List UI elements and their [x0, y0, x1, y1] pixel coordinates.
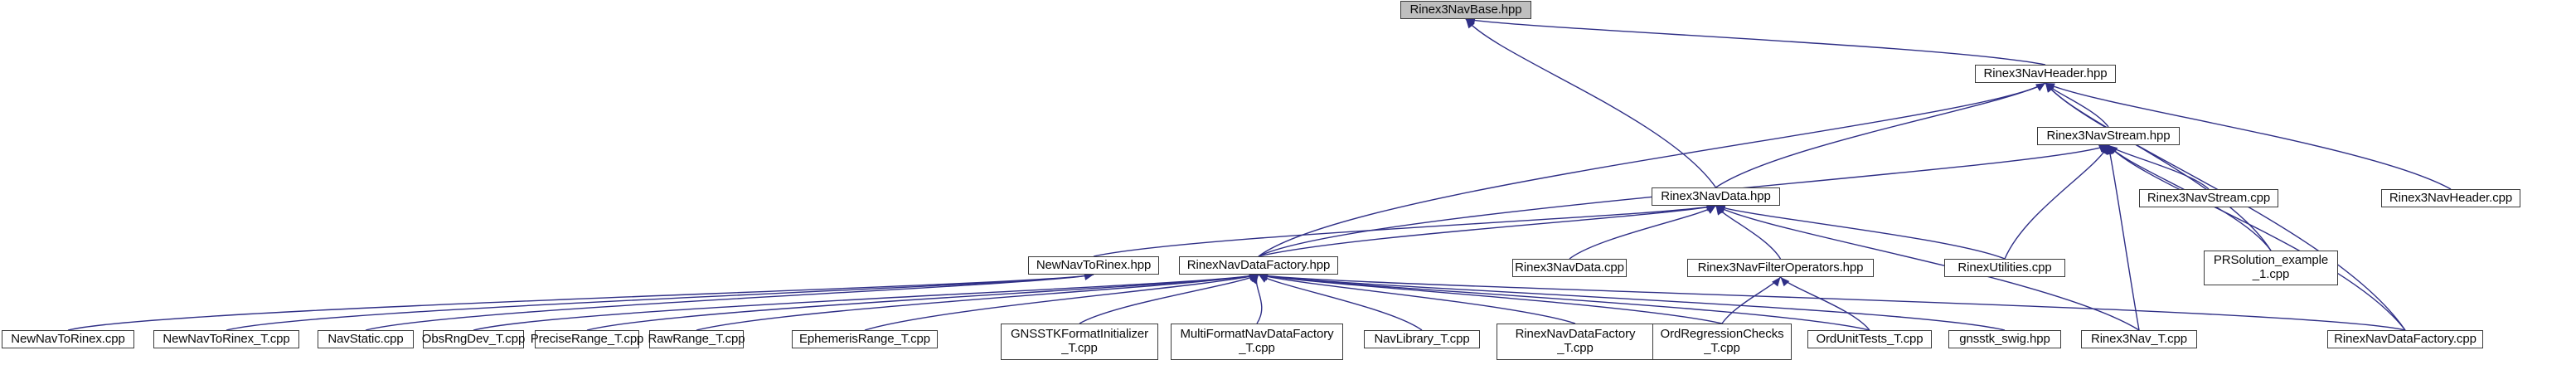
graph-node-label: Rinex3NavData.cpp	[1515, 260, 1624, 275]
graph-node-label: Rinex3NavStream.cpp	[2147, 190, 2271, 205]
graph-node-label: Rinex3NavHeader.hpp	[1983, 66, 2108, 80]
graph-node-multiformatnavdatafactory-t-cpp[interactable]: MultiFormatNavDataFactory _T.cpp	[1171, 324, 1343, 360]
graph-edge	[696, 274, 1259, 331]
graph-edge	[1258, 274, 2006, 331]
graph-edge	[473, 274, 1259, 331]
graph-edge	[1715, 205, 1782, 260]
graph-node-rawrange-t-cpp[interactable]: RawRange_T.cpp	[648, 330, 745, 348]
graph-node-label: PreciseRange_T.cpp	[530, 331, 644, 346]
graph-edge	[365, 274, 1094, 331]
graph-node-rinex3navdata-hpp[interactable]: Rinex3NavData.hpp	[1652, 187, 1780, 206]
graph-edge	[1258, 274, 1576, 324]
graph-node-rinex3navbase-hpp[interactable]: Rinex3NavBase.hpp	[1400, 1, 1531, 19]
graph-node-rinex3navstream-hpp[interactable]: Rinex3NavStream.hpp	[2037, 127, 2180, 145]
graph-node-label: RinexNavDataFactory _T.cpp	[1515, 327, 1636, 355]
graph-edge	[1715, 82, 2046, 188]
graph-node-ordregressionchecks-t-cpp[interactable]: OrdRegressionChecks _T.cpp	[1652, 324, 1792, 360]
graph-node-label: RawRange_T.cpp	[648, 331, 745, 346]
graph-node-obsrngdev-t-cpp[interactable]: ObsRngDev_T.cpp	[422, 330, 525, 348]
graph-edge	[1079, 274, 1259, 324]
graph-node-label: ObsRngDev_T.cpp	[421, 331, 526, 346]
graph-node-rinex3navstream-cpp[interactable]: Rinex3NavStream.cpp	[2139, 189, 2278, 207]
graph-node-label: NewNavToRinex.hpp	[1036, 257, 1152, 272]
graph-node-label: NavLibrary_T.cpp	[1374, 331, 1470, 346]
graph-node-label: Rinex3NavHeader.cpp	[2389, 190, 2513, 205]
graph-node-navlibrary-t-cpp[interactable]: NavLibrary_T.cpp	[1364, 330, 1480, 348]
graph-node-prsolution-example-1-cpp[interactable]: PRSolution_example _1.cpp	[2204, 251, 2338, 285]
graph-edge	[1569, 205, 1716, 260]
graph-edge	[2108, 144, 2406, 331]
graph-node-label: gnsstk_swig.hpp	[1959, 331, 2050, 346]
graph-edge	[1258, 274, 1723, 324]
graph-edge	[2045, 82, 2272, 251]
graph-edge	[1721, 276, 1782, 324]
graph-node-newnavtorinex-cpp[interactable]: NewNavToRinex.cpp	[2, 330, 134, 348]
graph-node-label: RinexNavDataFactory.hpp	[1186, 257, 1331, 272]
graph-node-label: Rinex3NavBase.hpp	[1409, 2, 1522, 17]
graph-edge	[1258, 274, 1870, 331]
graph-node-label: RinexNavDataFactory.cpp	[2334, 331, 2477, 346]
graph-node-navstatic-cpp[interactable]: NavStatic.cpp	[318, 330, 414, 348]
graph-node-label: GNSSTKFormatInitializer _T.cpp	[1010, 327, 1149, 355]
graph-node-label: EphemerisRange_T.cpp	[798, 331, 931, 346]
graph-node-rinex3navheader-hpp[interactable]: Rinex3NavHeader.hpp	[1975, 65, 2116, 83]
graph-node-label: RinexUtilities.cpp	[1957, 260, 2052, 275]
graph-node-rinex3navdata-cpp[interactable]: Rinex3NavData.cpp	[1512, 259, 1627, 277]
graph-edge	[226, 274, 1094, 331]
graph-node-label: MultiFormatNavDataFactory _T.cpp	[1180, 327, 1334, 355]
graph-node-label: Rinex3NavFilterOperators.hpp	[1697, 260, 1864, 275]
graph-node-rinexutilities-cpp[interactable]: RinexUtilities.cpp	[1944, 259, 2065, 277]
graph-node-gnsstk-swig-hpp[interactable]: gnsstk_swig.hpp	[1948, 330, 2061, 348]
graph-node-label: OrdUnitTests_T.cpp	[1816, 331, 1924, 346]
graph-edge	[1258, 205, 1716, 257]
graph-node-rinexnavdatafactory-t-cpp[interactable]: RinexNavDataFactory _T.cpp	[1497, 324, 1654, 360]
graph-edge	[1465, 18, 1717, 188]
graph-node-ephemerisrange-t-cpp[interactable]: EphemerisRange_T.cpp	[792, 330, 938, 348]
graph-node-newnavtorinex-t-cpp[interactable]: NewNavToRinex_T.cpp	[153, 330, 299, 348]
graph-node-newnavtorinex-hpp[interactable]: NewNavToRinex.hpp	[1028, 256, 1159, 275]
graph-edge	[864, 274, 1259, 331]
graph-edge	[1465, 18, 2046, 66]
graph-edge	[1093, 205, 1716, 257]
graph-node-rinex3navheader-cpp[interactable]: Rinex3NavHeader.cpp	[2381, 189, 2520, 207]
graph-node-rinex3navfilteroperators-hpp[interactable]: Rinex3NavFilterOperators.hpp	[1687, 259, 1874, 277]
graph-edge	[2045, 82, 2109, 128]
graph-edge	[1779, 276, 1870, 331]
graph-edge	[2004, 144, 2109, 260]
graph-node-label: Rinex3NavStream.hpp	[2046, 128, 2171, 143]
graph-edge	[67, 274, 1094, 331]
graph-edge-arrowhead	[2106, 145, 2114, 155]
graph-node-label: PRSolution_example _1.cpp	[2213, 253, 2329, 281]
graph-edge	[1715, 205, 2006, 260]
graph-node-label: NavStatic.cpp	[327, 331, 404, 346]
graph-node-label: Rinex3NavData.hpp	[1661, 188, 1771, 203]
graph-edge	[1258, 274, 1423, 331]
graph-edge	[1258, 82, 2046, 257]
graph-node-label: NewNavToRinex_T.cpp	[163, 331, 290, 346]
graph-node-label: OrdRegressionChecks _T.cpp	[1660, 327, 1784, 355]
graph-node-preciserange-t-cpp[interactable]: PreciseRange_T.cpp	[531, 330, 643, 348]
graph-edge	[2108, 144, 2210, 190]
graph-node-label: NewNavToRinex.cpp	[11, 331, 125, 346]
graph-edge	[586, 274, 1259, 331]
graph-node-rinex3nav-t-cpp[interactable]: Rinex3Nav_T.cpp	[2081, 330, 2197, 348]
graph-edge	[2108, 144, 2140, 331]
graph-edge	[1255, 274, 1263, 324]
graph-node-rinexnavdatafactory-hpp[interactable]: RinexNavDataFactory.hpp	[1179, 256, 1338, 275]
graph-node-gnsstkformatinitializer-t-cpp[interactable]: GNSSTKFormatInitializer _T.cpp	[1001, 324, 1158, 360]
graph-node-label: Rinex3Nav_T.cpp	[2090, 331, 2188, 346]
graph-edge-arrowhead	[2100, 145, 2108, 155]
graph-node-rinexnavdatafactory-cpp[interactable]: RinexNavDataFactory.cpp	[2327, 330, 2483, 348]
graph-node-ordunittests-t-cpp[interactable]: OrdUnitTests_T.cpp	[1807, 330, 1932, 348]
